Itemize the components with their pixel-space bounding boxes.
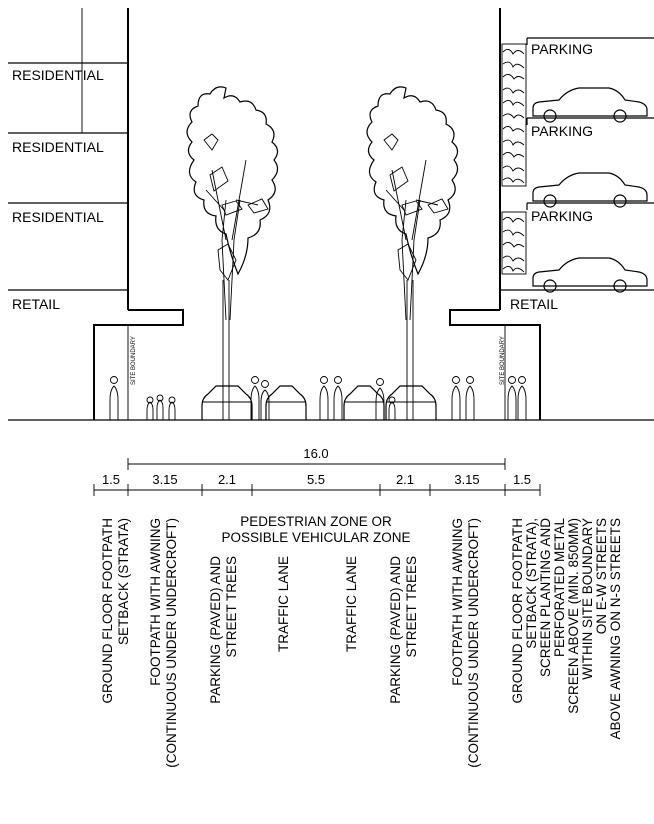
floor-label-parking-2: PARKING bbox=[531, 123, 593, 139]
floor-label-residential-3: RESIDENTIAL bbox=[12, 209, 104, 225]
segment-label: 1.5 bbox=[513, 472, 531, 487]
caption-line: PARKING (PAVED) AND bbox=[208, 556, 223, 704]
person-icon bbox=[168, 396, 176, 420]
site-boundary-label-right: SITE BOUNDARY bbox=[500, 336, 506, 385]
tree-icon bbox=[366, 86, 459, 420]
floor-label-parking-3: PARKING bbox=[531, 208, 593, 224]
floor-label-parking-1: PARKING bbox=[531, 41, 593, 57]
caption-setback-left: GROUND FLOOR FOOTPATH SETBACK (STRATA) bbox=[100, 518, 131, 704]
person-icon bbox=[375, 378, 385, 420]
caption-parking-left: PARKING (PAVED) AND STREET TREES bbox=[208, 556, 239, 704]
caption-line: FOOTPATH WITH AWNING bbox=[148, 518, 163, 686]
caption-setback-right: GROUND FLOOR FOOTPATH SETBACK (STRATA), … bbox=[510, 518, 623, 740]
segment-label: 1.5 bbox=[102, 472, 120, 487]
caption-line: SCREEN PLANTING AND bbox=[538, 518, 553, 677]
floor-label-retail-right: RETAIL bbox=[510, 296, 558, 312]
segment-label: 5.5 bbox=[307, 472, 325, 487]
person-icon bbox=[146, 396, 154, 420]
dimension-segments bbox=[93, 484, 541, 496]
dimension-overall bbox=[127, 458, 506, 470]
caption-line: PERFORATED METAL bbox=[552, 518, 567, 658]
floor-label-residential-1: RESIDENTIAL bbox=[12, 67, 104, 83]
floor-label-retail-left: RETAIL bbox=[12, 296, 60, 312]
segment-label: 2.1 bbox=[396, 472, 414, 487]
right-building bbox=[449, 8, 654, 420]
caption-line: STREET TREES bbox=[404, 556, 419, 658]
caption-line: ABOVE AWNING ON N-S STREETS bbox=[608, 518, 623, 740]
caption-parking-right: PARKING (PAVED) AND STREET TREES bbox=[388, 556, 419, 704]
planting-screen-icon bbox=[501, 43, 527, 275]
caption-line: PARKING (PAVED) AND bbox=[388, 556, 403, 704]
caption-footpath-left: FOOTPATH WITH AWNING (CONTINUOUS UNDER U… bbox=[148, 518, 179, 768]
left-building bbox=[8, 8, 184, 420]
person-icon bbox=[451, 376, 461, 420]
person-icon bbox=[260, 380, 270, 420]
car-icon bbox=[201, 385, 253, 420]
car-icon bbox=[532, 87, 648, 123]
person-icon bbox=[388, 396, 396, 420]
site-boundary-label-left: SITE BOUNDARY bbox=[131, 336, 137, 385]
caption-line: SETBACK (STRATA) bbox=[116, 518, 131, 645]
caption-line: ON E-W STREETS bbox=[594, 518, 609, 634]
zone-note-line-1: PEDESTRIAN ZONE OR bbox=[240, 514, 392, 529]
person-icon bbox=[319, 376, 329, 420]
person-icon bbox=[507, 376, 517, 420]
caption-line: GROUND FLOOR FOOTPATH bbox=[100, 518, 115, 704]
person-icon bbox=[333, 376, 343, 420]
caption-line: (CONTINUOUS UNDER UNDERCROFT) bbox=[466, 518, 481, 768]
segment-label: 2.1 bbox=[218, 472, 236, 487]
caption-traffic-left: TRAFFIC LANE bbox=[276, 556, 291, 652]
person-icon bbox=[517, 376, 527, 420]
caption-line: TRAFFIC LANE bbox=[276, 556, 291, 652]
caption-line: SCREEN ABOVE (MIN. 850MM) bbox=[566, 518, 581, 714]
person-icon bbox=[109, 376, 119, 420]
caption-line: SETBACK (STRATA), bbox=[524, 518, 539, 649]
floor-label-residential-2: RESIDENTIAL bbox=[12, 139, 104, 155]
car-icon bbox=[265, 385, 307, 420]
car-icon bbox=[532, 172, 648, 208]
person-icon bbox=[250, 376, 260, 420]
caption-line: TRAFFIC LANE bbox=[344, 556, 359, 652]
person-icon bbox=[156, 394, 164, 420]
segment-label: 3.15 bbox=[152, 472, 177, 487]
caption-traffic-right: TRAFFIC LANE bbox=[344, 556, 359, 652]
car-icon bbox=[343, 385, 385, 420]
total-width-label: 16.0 bbox=[303, 446, 328, 461]
car-icon bbox=[532, 257, 648, 293]
caption-line: (CONTINUOUS UNDER UNDERCROFT) bbox=[164, 518, 179, 768]
caption-line: FOOTPATH WITH AWNING bbox=[450, 518, 465, 686]
caption-line: STREET TREES bbox=[224, 556, 239, 658]
caption-footpath-right: FOOTPATH WITH AWNING (CONTINUOUS UNDER U… bbox=[450, 518, 481, 768]
caption-line: GROUND FLOOR FOOTPATH bbox=[510, 518, 525, 704]
tree-icon bbox=[186, 86, 279, 420]
person-icon bbox=[465, 376, 475, 420]
zone-note-line-2: POSSIBLE VEHICULAR ZONE bbox=[221, 530, 410, 545]
caption-line: WITHIN SITE BOUNDARY bbox=[580, 518, 595, 680]
segment-label: 3.15 bbox=[454, 472, 479, 487]
